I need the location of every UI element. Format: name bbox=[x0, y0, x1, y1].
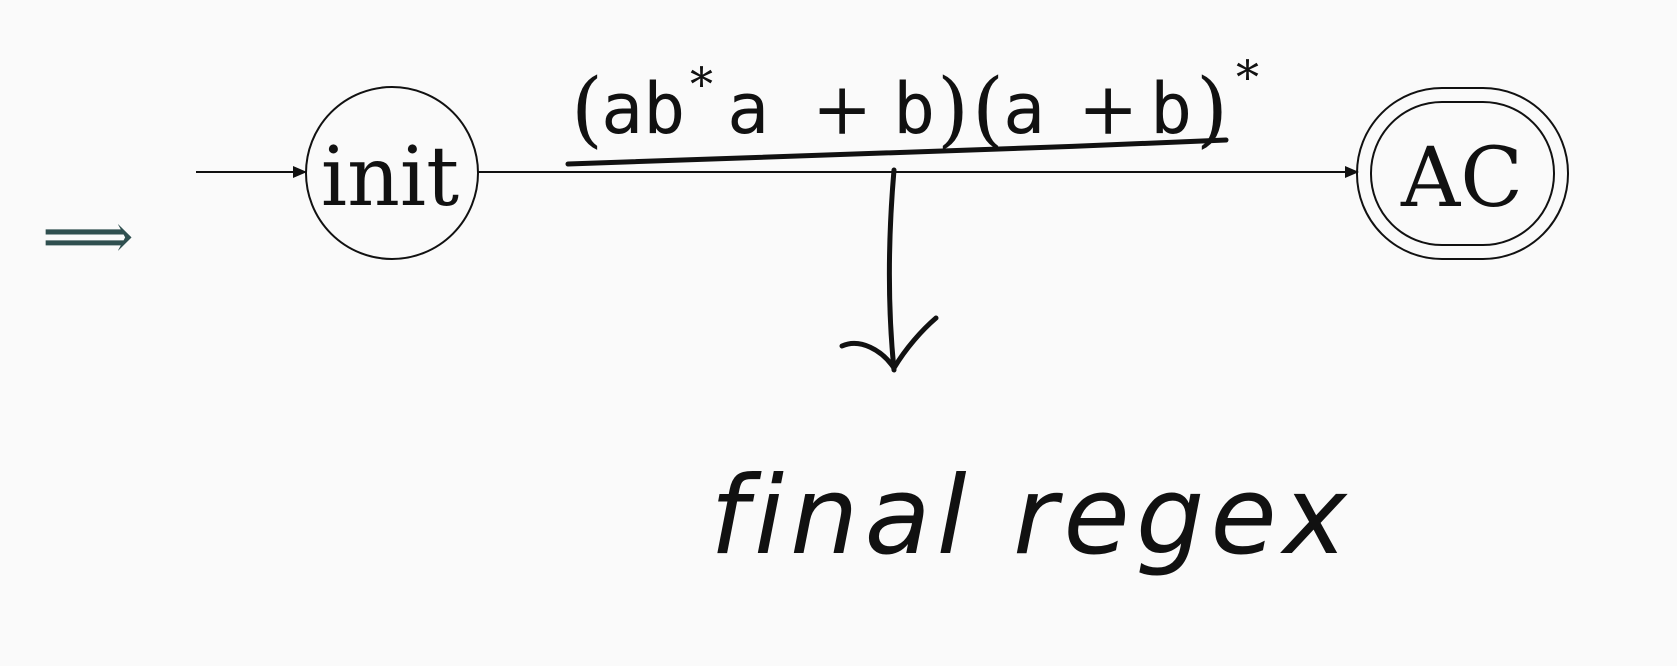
regex-b-1: b bbox=[893, 68, 935, 150]
regex-star-1: * bbox=[690, 57, 713, 111]
state-init-label: init bbox=[321, 130, 459, 225]
regex-a: a bbox=[727, 68, 769, 150]
annotation-final-regex: final regex bbox=[710, 454, 1353, 579]
regex-star-2: * bbox=[1236, 50, 1259, 104]
regex-plus-1: + bbox=[812, 67, 872, 151]
transition-label: ( ab * a + b ) ( a + b ) * bbox=[571, 50, 1259, 157]
state-ac-inner-border bbox=[1370, 101, 1555, 246]
handwritten-underline bbox=[565, 137, 1229, 167]
implies-arrow-icon: ⟹ bbox=[42, 200, 134, 274]
regex-open-paren-2: ( bbox=[972, 62, 1004, 157]
state-ac-label: AC bbox=[1400, 131, 1523, 226]
regex-close-paren-1: ) bbox=[937, 62, 969, 157]
regex-a-2: a bbox=[1003, 68, 1045, 150]
state-ac-outer-border bbox=[1356, 87, 1569, 260]
regex-open-paren-1: ( bbox=[571, 62, 603, 157]
handwritten-down-arrow bbox=[887, 167, 897, 373]
handwritten-arrowhead-icon bbox=[839, 315, 939, 371]
state-init: init bbox=[305, 86, 479, 260]
state-ac: AC bbox=[1356, 87, 1569, 260]
regex-ab: ab bbox=[601, 68, 685, 150]
regex-plus-2: + bbox=[1078, 67, 1138, 151]
regex-b-2: b bbox=[1150, 68, 1192, 150]
